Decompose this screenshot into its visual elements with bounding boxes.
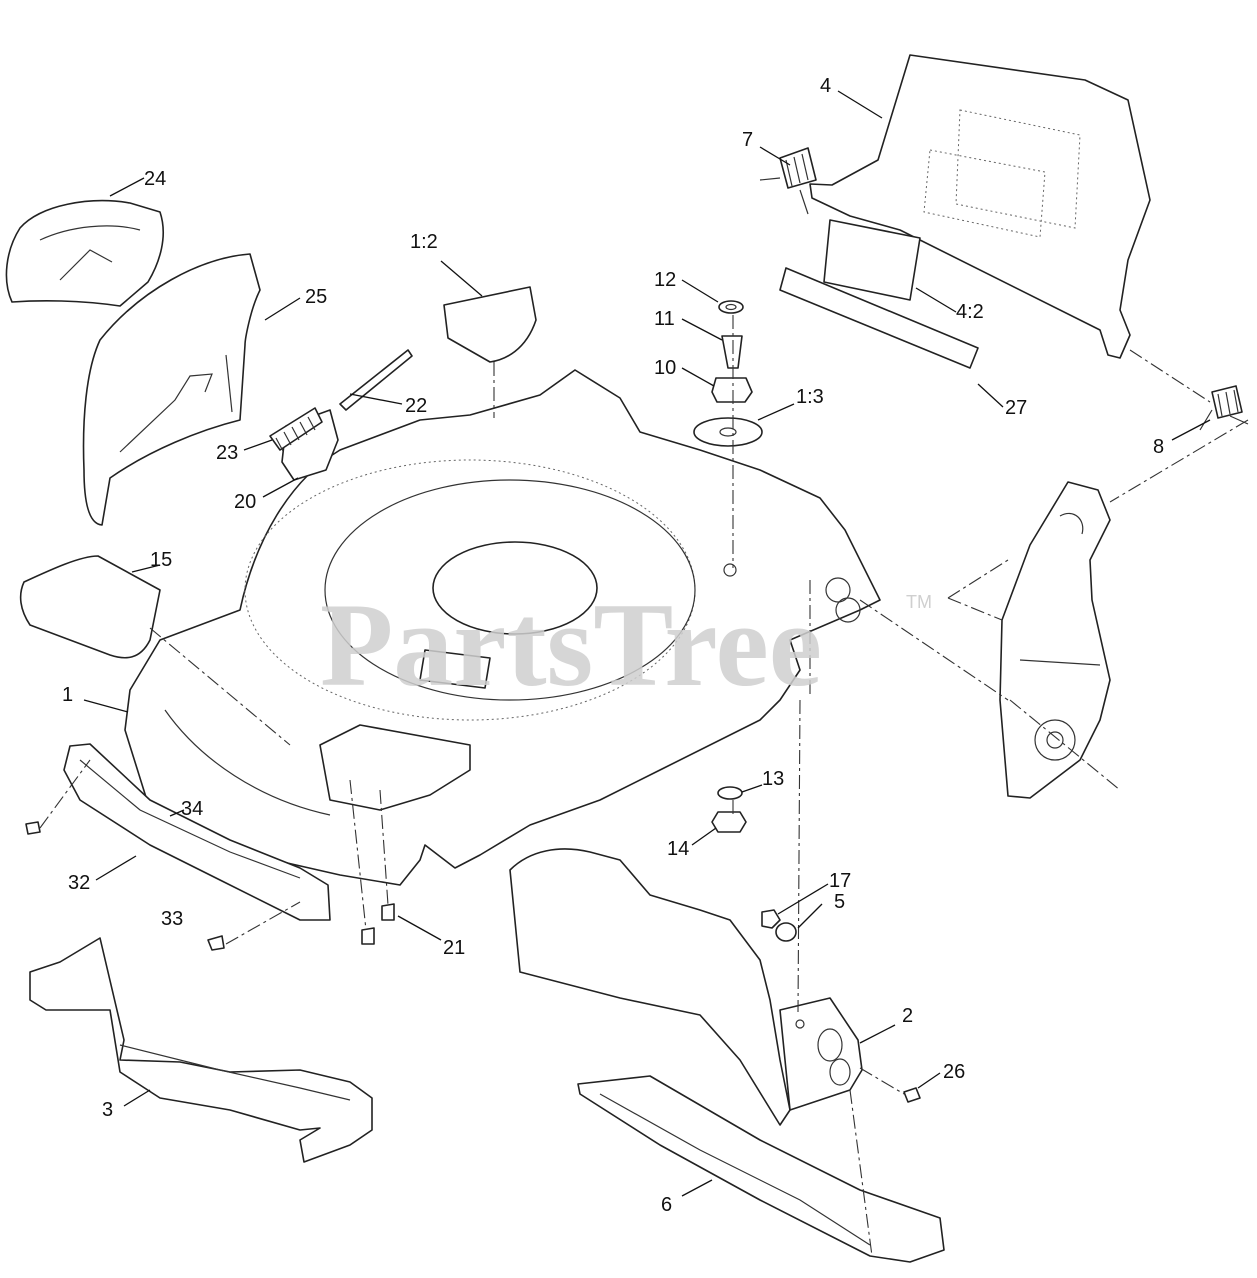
part-4-bag (809, 54, 1151, 359)
callout-5: 5 (834, 891, 845, 913)
callout-14: 14 (667, 838, 689, 860)
part-11-bolt (721, 335, 743, 369)
part-32-bumper (63, 743, 331, 921)
part-10-nut (711, 377, 753, 403)
callout-33: 33 (161, 908, 183, 930)
callout-32: 32 (68, 872, 90, 894)
callout-1-3: 1:3 (796, 386, 824, 408)
part-14-nut (711, 811, 747, 833)
callout-2: 2 (902, 1005, 913, 1027)
callout-12: 12 (654, 269, 676, 291)
part-1-2-decal (443, 286, 537, 363)
callout-4: 4 (820, 75, 831, 97)
part-1-deck (124, 369, 881, 886)
callout-21: 21 (443, 937, 465, 959)
part-21-bolts (361, 903, 395, 945)
callout-34: 34 (181, 798, 203, 820)
callout-3: 3 (102, 1099, 113, 1121)
part-27-strip (779, 267, 979, 369)
callout-labels: 1 1:2 1:3 2 3 4 4:2 5 6 7 8 10 11 12 13 … (62, 75, 1164, 1216)
part-1-3-decal (693, 417, 763, 447)
callout-24: 24 (144, 168, 166, 190)
watermark-trademark: TM (906, 592, 932, 612)
part-6-deflector (577, 1075, 945, 1263)
part-15-decal (19, 555, 161, 659)
callout-23: 23 (216, 442, 238, 464)
part-2-chute (509, 848, 863, 1126)
assembly-lines (39, 315, 1249, 1257)
part-22-rod (339, 349, 413, 411)
callout-8: 8 (1153, 436, 1164, 458)
callout-20: 20 (234, 491, 256, 513)
part-26-screw (903, 1087, 921, 1103)
part-34-screw (25, 821, 41, 835)
part-4-2-decal (823, 219, 921, 301)
callout-27: 27 (1005, 397, 1027, 419)
part-24-cover (5, 199, 164, 307)
callout-11: 11 (654, 308, 675, 330)
leader-lines (83, 90, 1211, 1197)
callout-1-2: 1:2 (410, 231, 438, 253)
part-17-nut (761, 909, 781, 929)
callout-15: 15 (150, 549, 172, 571)
part-7-spring (759, 147, 817, 215)
part-8-spring (1199, 385, 1249, 431)
part-25-flap (82, 253, 261, 526)
callout-17: 17 (829, 870, 851, 892)
callout-7: 7 (742, 129, 753, 151)
part-13-washer (717, 786, 743, 800)
part-3-axle (29, 937, 373, 1163)
watermark-text: PartsTree (320, 578, 822, 711)
height-adjust-bracket (999, 481, 1111, 799)
part-5-spacer (775, 922, 797, 942)
callout-13: 13 (762, 768, 784, 790)
callout-26: 26 (943, 1061, 965, 1083)
callout-6: 6 (661, 1194, 672, 1216)
part-12-washer (718, 300, 744, 314)
part-23-spring (269, 407, 323, 452)
callout-4-2: 4:2 (956, 301, 984, 323)
callout-25: 25 (305, 286, 327, 308)
part-33-screw (207, 935, 225, 951)
callout-1: 1 (62, 684, 73, 706)
callout-10: 10 (654, 357, 676, 379)
callout-22: 22 (405, 395, 427, 417)
